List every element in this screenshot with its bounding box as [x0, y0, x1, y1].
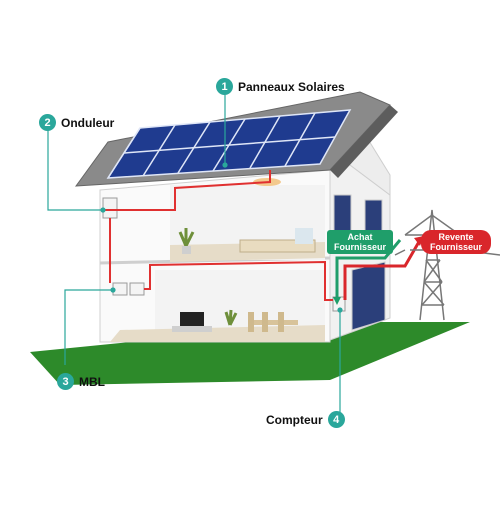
roof-edge	[330, 105, 398, 178]
tag-line: Achat	[347, 232, 373, 242]
callout-inverter: 2 Onduleur	[39, 114, 114, 131]
lower-floor	[110, 325, 325, 342]
callout-label: Onduleur	[61, 115, 115, 130]
callout-label: Compteur	[266, 412, 323, 427]
side-door	[351, 261, 386, 331]
downstairs-plant	[224, 309, 238, 326]
upstairs-plant	[178, 228, 195, 247]
callout-number-badge: 1	[216, 78, 233, 95]
solar-panels	[106, 109, 352, 179]
tag-line: Fournisseur	[429, 242, 482, 252]
lawn	[30, 322, 470, 385]
sell-arrow	[343, 239, 422, 300]
mbl-box-2	[129, 282, 145, 296]
callout-label: Panneaux Solaires	[238, 79, 345, 94]
dining-table	[250, 320, 298, 325]
power-pylon-icon	[394, 209, 500, 321]
callout-lines	[47, 95, 343, 412]
tag-line: Fournisseur	[333, 242, 386, 252]
callout-number-badge: 2	[39, 114, 56, 131]
callout-number-badge: 3	[57, 373, 74, 390]
inverter-box	[102, 197, 118, 219]
callout-mbl: 3 MBL	[57, 373, 105, 390]
sell-to-supplier-tag: Revente Fournisseur	[421, 230, 491, 254]
callout-label: MBL	[79, 374, 105, 389]
callout-number-badge: 4	[327, 411, 345, 428]
red-wiring	[102, 170, 333, 301]
callout-meter: 4 Compteur	[266, 411, 345, 428]
tag-line: Revente	[438, 232, 474, 242]
side-window-upper-left	[333, 194, 352, 234]
callout-solar-panels: 1 Panneaux Solaires	[216, 78, 345, 95]
buy-from-supplier-tag: Achat Fournisseur	[327, 230, 393, 254]
tv	[180, 312, 204, 326]
